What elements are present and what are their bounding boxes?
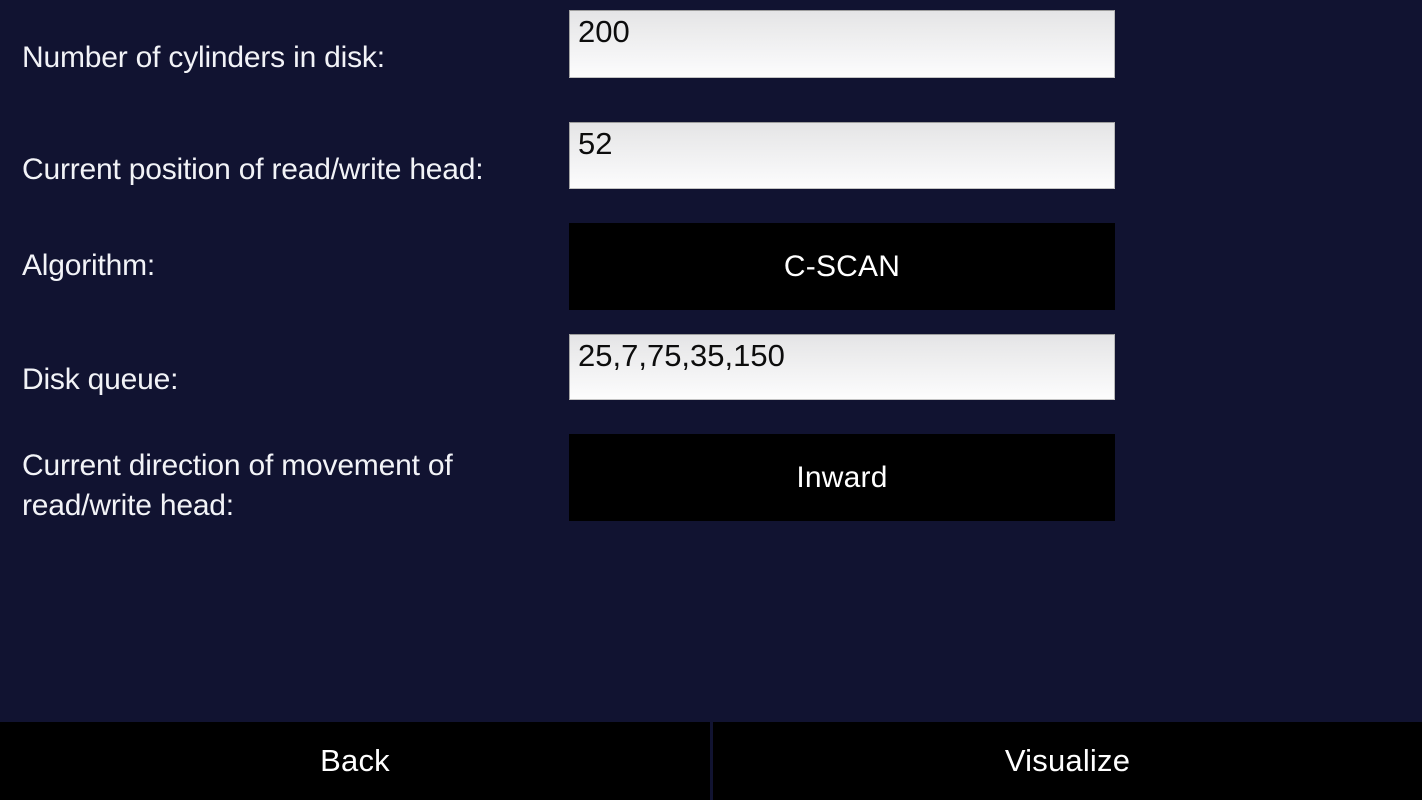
form-row-algorithm: Algorithm: C-SCAN (0, 220, 1422, 330)
form-row-head-position: Current position of read/write head: 52 (0, 110, 1422, 220)
label-current-head-position: Current position of read/write head: (22, 153, 484, 186)
dropdown-algorithm[interactable]: C-SCAN (569, 223, 1115, 310)
input-number-of-cylinders-value: 200 (578, 14, 630, 49)
visualize-button-label: Visualize (1004, 743, 1131, 778)
back-button[interactable]: Back (0, 722, 710, 800)
form-row-cylinders: Number of cylinders in disk: 200 (0, 0, 1422, 110)
form-row-direction: Current direction of movement of read/wr… (0, 434, 1422, 544)
input-form: Number of cylinders in disk: 200 Current… (0, 0, 1422, 544)
input-number-of-cylinders[interactable]: 200 (569, 10, 1115, 78)
input-current-head-position[interactable]: 52 (569, 122, 1115, 189)
dropdown-algorithm-value: C-SCAN (783, 249, 901, 283)
input-disk-queue-value: 25,7,75,35,150 (578, 338, 785, 373)
dropdown-direction[interactable]: Inward (569, 434, 1115, 521)
label-number-of-cylinders: Number of cylinders in disk: (22, 41, 385, 74)
input-disk-queue[interactable]: 25,7,75,35,150 (569, 334, 1115, 400)
label-current-direction: Current direction of movement of read/wr… (22, 449, 453, 522)
label-algorithm: Algorithm: (22, 249, 156, 282)
action-bar-divider (710, 722, 713, 800)
bottom-action-bar: Back Visualize (0, 722, 1422, 800)
dropdown-direction-value: Inward (796, 460, 888, 494)
visualize-button[interactable]: Visualize (713, 722, 1422, 800)
label-disk-queue: Disk queue: (22, 363, 179, 396)
input-current-head-position-value: 52 (578, 126, 613, 161)
back-button-label: Back (320, 743, 390, 778)
form-row-disk-queue: Disk queue: 25,7,75,35,150 (0, 330, 1422, 434)
